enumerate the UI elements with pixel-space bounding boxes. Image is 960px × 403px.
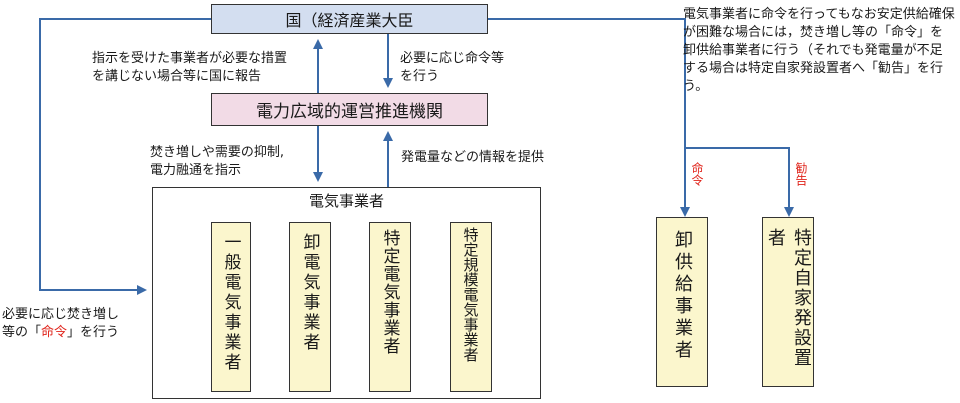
- occto-label: 電力広域的運営推進機関: [256, 102, 443, 122]
- left-order-note: 必要に応じ焚き増し 等の「命令」を行う: [2, 307, 120, 340]
- self-generation-box: 特定自家発設置者: [762, 217, 814, 387]
- right-note: 電気事業者に命令を行ってもなお安定供給確保が困難な場合には，焚き増し等の「命令」…: [683, 7, 955, 94]
- branch-to-selfgen-line: [685, 147, 794, 217]
- order-note: 必要に応じ命令等 を行う: [400, 51, 505, 84]
- operator-box-specified-scale: 特定規模電気事業者: [450, 222, 492, 392]
- government-label: 国（経済産業大臣: [285, 11, 414, 30]
- operator-box-wholesale: 卸電気事業者: [289, 222, 331, 392]
- instruct-note: 焚き増しや需要の抑制, 電力融通を指示: [150, 145, 285, 178]
- recommend-arrow-label: 勧告: [794, 162, 808, 186]
- operator-box-specified: 特定電気事業者: [369, 222, 411, 392]
- info-note: 発電量などの情報を提供: [401, 150, 545, 165]
- gov-to-operators-line: [39, 18, 211, 295]
- occto-box: 電力広域的運営推進機関: [211, 93, 488, 126]
- report-note: 指示を受けた事業者が必要な措置 を講じない場合等に国に報告: [92, 51, 288, 84]
- wholesale-supplier-box: 卸供給事業者: [656, 217, 708, 387]
- government-box: 国（経済産業大臣: [211, 4, 488, 34]
- operators-group-title: 電気事業者: [308, 192, 384, 210]
- order-arrow-label: 命令: [690, 162, 704, 186]
- gov-to-right-line: [488, 18, 690, 217]
- operator-box-general: 一般電気事業者: [211, 222, 251, 392]
